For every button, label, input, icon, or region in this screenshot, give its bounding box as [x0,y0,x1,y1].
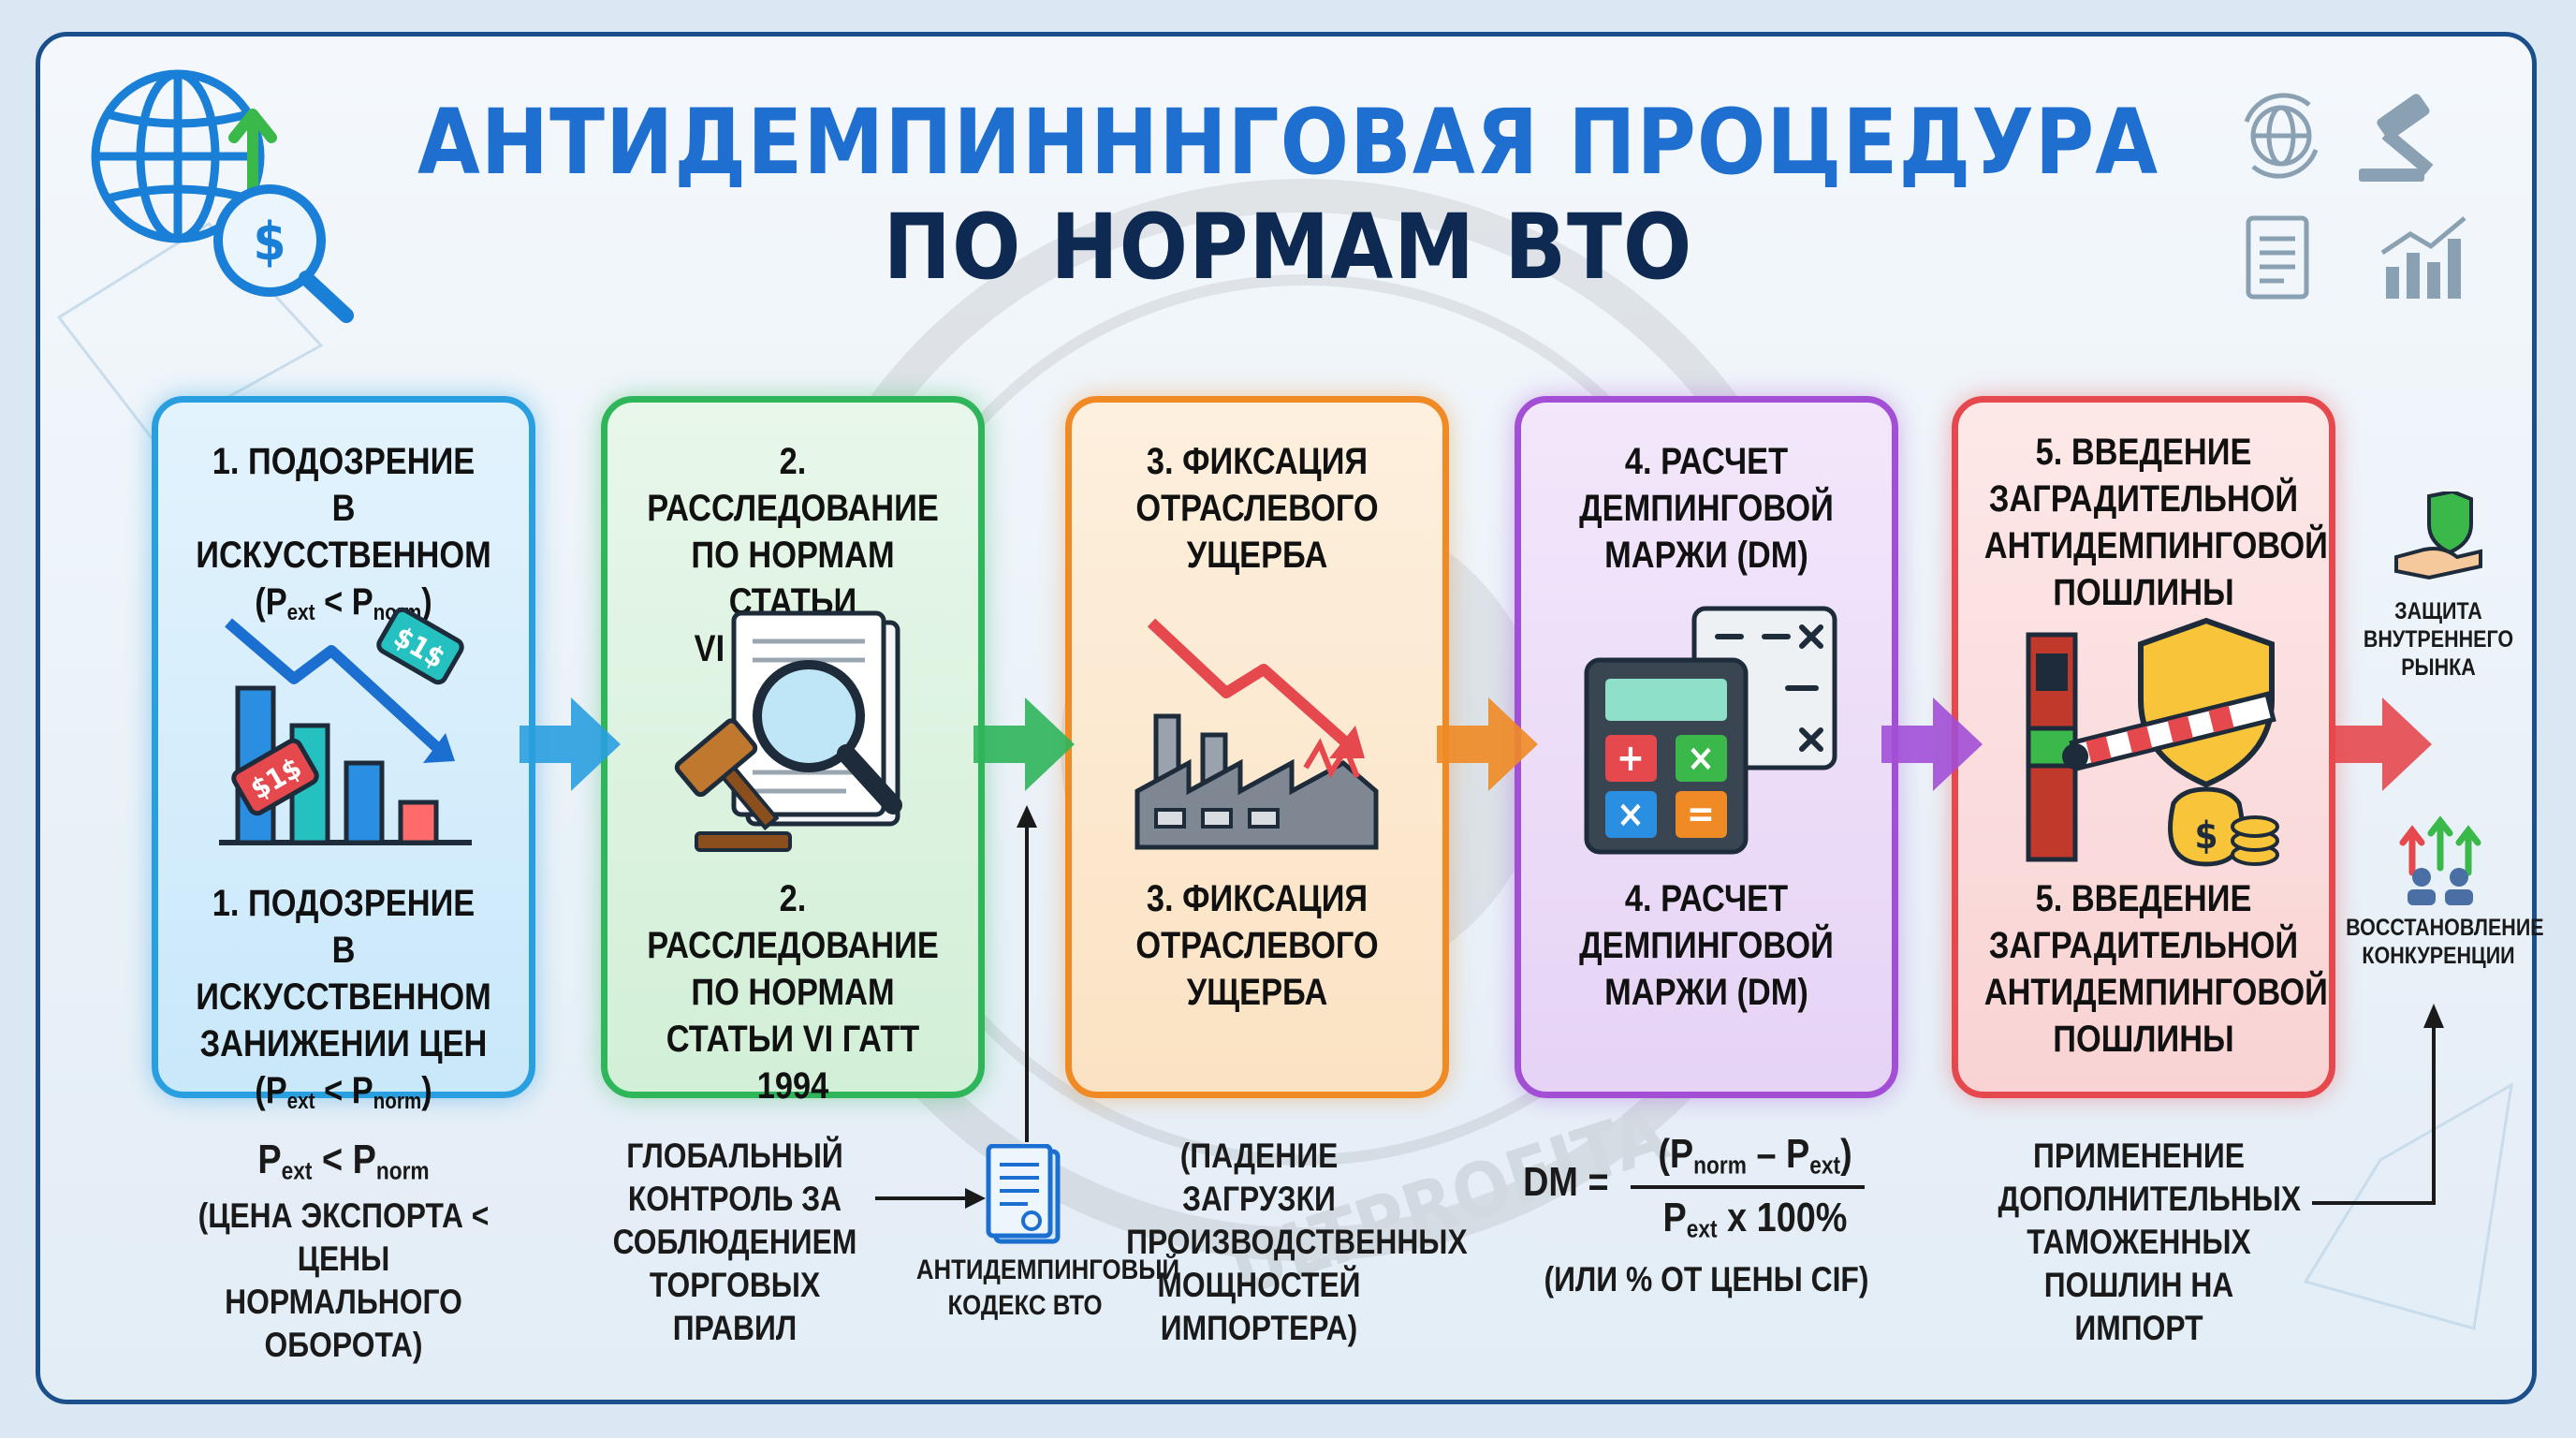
step-2-card: 2. РАССЛЕДОВАНИЕ ПО НОРМАМ СТАТЬИ VI ГАТ… [601,396,985,1107]
svg-text:+: + [1617,737,1645,780]
step-4-bottom-heading: 4. РАСЧЕТ ДЕМПИНГОВОЙ МАРЖИ (DM) [1579,878,1834,1013]
note-4-numerator: (Pnorm – Pext) [1658,1131,1852,1180]
magnifier-gavel-icon [674,610,902,852]
factory-icon [1134,618,1379,850]
note-5-connector-arrow [2312,1004,2444,1205]
title-line-1: АНТИДЕМПИНННГОВАЯ ПРОЦЕДУРА [417,90,2159,195]
step-3-top-heading: 3. ФИКСАЦИЯ ОТРАСЛЕВОГО УЩЕРБА [1135,441,1379,576]
network-decoration [56,222,2513,1330]
chart-up-icon [2380,216,2466,299]
note-4-dm-label: DM = [1523,1159,1609,1205]
wto-code-doc-icon [986,1144,1061,1244]
growth-people-icon [2399,816,2481,905]
step-1-bottom-formula: (Pext < Pnorm) [255,1070,432,1114]
note-4-denominator: Pext x 100% [1662,1195,1848,1243]
step-3-bottom-heading: 3. ФИКСАЦИЯ ОТРАСЛЕВОГО УЩЕРБА [1135,878,1379,1013]
step-3-card: 3. ФИКСАЦИЯ ОТРАСЛЕВОГО УЩЕРБА 3. ФИКСАЦ… [1065,396,1449,1098]
flow-arrow-2 [973,697,1075,791]
svg-text:=: = [1687,793,1715,836]
step-2-bottom-heading: 2. РАССЛЕДОВАНИЕ ПО НОРМАМ СТАТЬИ VI ГАТ… [647,878,939,1107]
flow-arrow-4 [1881,697,1983,791]
step-1-top-formula: (Pext < Pnorm) [255,581,432,625]
step-4-card: 4. РАСЧЕТ ДЕМПИНГОВОЙ МАРЖИ (DM) + × × =… [1515,396,1898,1098]
svg-text:$: $ [2194,814,2217,858]
flow-arrow-5 [2331,697,2432,791]
globe-dollar-icon: $ [91,69,354,323]
svg-text:$: $ [253,212,285,272]
shield-hand-icon [2394,492,2482,580]
document-icon [2246,215,2309,300]
note-2-arrow [875,1188,986,1209]
flow-arrow-3 [1437,697,1538,791]
step-5-bottom-heading: 5. ВВЕДЕНИЕ ЗАГРАДИТЕЛЬНОЙ АНТИДЕМПИНГОВ… [1983,878,2328,1060]
step-5-top-heading: 5. ВВЕДЕНИЕ ЗАГРАДИТЕЛЬНОЙ АНТИДЕМПИНГОВ… [1983,432,2328,613]
step-4-top-heading: 4. РАСЧЕТ ДЕМПИНГОВОЙ МАРЖИ (DM) [1579,441,1834,576]
step-1-top-heading: 1. ПОДОЗРЕНИЕ В ИСКУССТВЕННОМ (Pext < Pn… [184,438,504,637]
globe-refresh-icon [2244,93,2319,179]
calculator-icon: + × × = [1584,606,1837,855]
note-1-formula: Pext < Pnorm [257,1137,430,1185]
flow-arrow-1 [520,697,621,791]
step-5-card: 5. ВВЕДЕНИЕ ЗАГРАДИТЕЛЬНОЙ АНТИДЕМПИНГОВ… [1952,396,2335,1098]
note-4-fraction-bar [1631,1185,1865,1189]
title-line-2: ПО НОРМАМ ВТО [883,195,1693,300]
border-barrier-icon: $ [2026,617,2279,867]
note-4-cif: (ИЛИ % ОТ ЦЕНЫ CIF) [1544,1260,1869,1299]
step-1-card: 1. ПОДОЗРЕНИЕ В ИСКУССТВЕННОМ (Pext < Pn… [152,396,535,1114]
falling-bars-icon: $1$ $1$ [219,607,472,845]
wto-code-up-arrow [1017,805,1037,1142]
step-1-bottom-heading: 1. ПОДОЗРЕНИЕ В ИСКУССТВЕННОМ ЗАНИЖЕНИИ … [184,880,504,1125]
svg-text:×: × [1617,793,1645,836]
gavel-icon [2359,94,2434,182]
svg-text:×: × [1687,737,1715,780]
